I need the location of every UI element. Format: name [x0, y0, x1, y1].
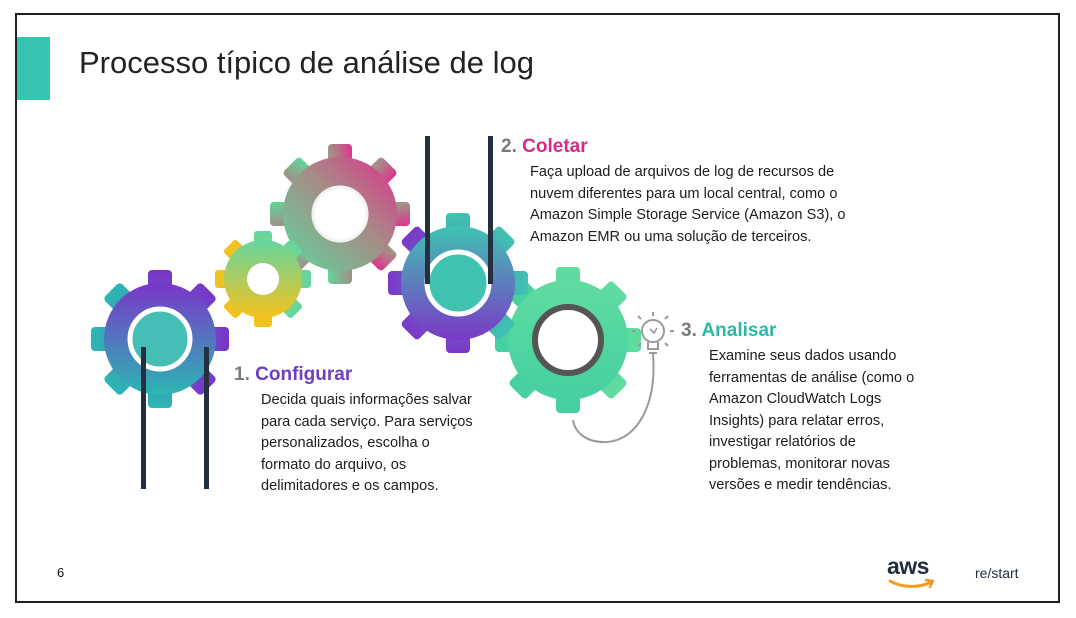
step-number: 3.	[681, 320, 697, 341]
step-heading: 2. Coletar	[501, 136, 861, 158]
aws-wordmark: aws	[887, 553, 929, 579]
description-line: Faça upload de arquivos de log de recurs…	[530, 164, 835, 180]
slide: Processo típico de análise de log	[15, 13, 1060, 603]
description-line: personalizados, escolha o	[261, 435, 430, 451]
description-line: ferramentas de análise (como o	[709, 369, 915, 386]
step2-connector-bars	[425, 136, 493, 284]
step-description: Examine seus dados usando ferramentas de…	[709, 346, 951, 497]
description-line: para cada serviço. Para serviços	[261, 413, 473, 430]
step-number: 2.	[501, 136, 517, 157]
description-line: Amazon CloudWatch Logs	[709, 391, 882, 407]
step-configurar: 1. Configurar Decida quais informações s…	[234, 364, 494, 498]
description-line: investigar relatórios de	[709, 434, 856, 450]
gear-icon	[495, 267, 641, 413]
gear-icon	[215, 231, 311, 327]
step1-connector-bars	[141, 347, 209, 489]
lightbulb-icon	[572, 312, 674, 444]
description-line: Examine seus dados usando	[709, 348, 897, 364]
step-title: Analisar	[701, 320, 777, 341]
description-line: Amazon Simple Storage Service (Amazon S3…	[530, 207, 846, 223]
description-line: nuvem diferentes para um local central, …	[530, 185, 838, 202]
description-line: problemas, monitorar novas	[709, 455, 890, 472]
step-number: 1.	[234, 364, 250, 385]
aws-smile-icon	[888, 578, 935, 589]
page-title: Processo típico de análise de log	[79, 45, 534, 80]
description-line: formato do arquivo, os	[261, 456, 407, 473]
step-description: Faça upload de arquivos de log de recurs…	[530, 162, 861, 248]
step-coletar: 2. Coletar Faça upload de arquivos de lo…	[501, 136, 861, 248]
step-heading: 1. Configurar	[234, 364, 494, 386]
description-line: Decida quais informações salvar	[261, 392, 472, 408]
step-analisar: 3. Analisar Examine seus dados usando fe…	[681, 320, 951, 497]
description-line: Amazon EMR ou uma solução de terceiros.	[530, 228, 812, 245]
page-number: 6	[57, 565, 65, 580]
description-line: Insights) para relatar erros,	[709, 412, 885, 429]
gear-illustration	[91, 136, 674, 489]
title-accent-bar	[17, 37, 50, 100]
step-description: Decida quais informações salvar para cad…	[261, 390, 494, 498]
description-line: versões e medir tendências.	[709, 477, 892, 493]
step-title: Coletar	[522, 136, 588, 157]
gear-icon	[270, 144, 410, 284]
step-title: Configurar	[255, 364, 353, 385]
aws-logo: aws	[887, 553, 935, 589]
step-heading: 3. Analisar	[681, 320, 951, 342]
description-line: delimitadores e os campos.	[261, 478, 439, 494]
restart-label: re/start	[975, 565, 1019, 581]
